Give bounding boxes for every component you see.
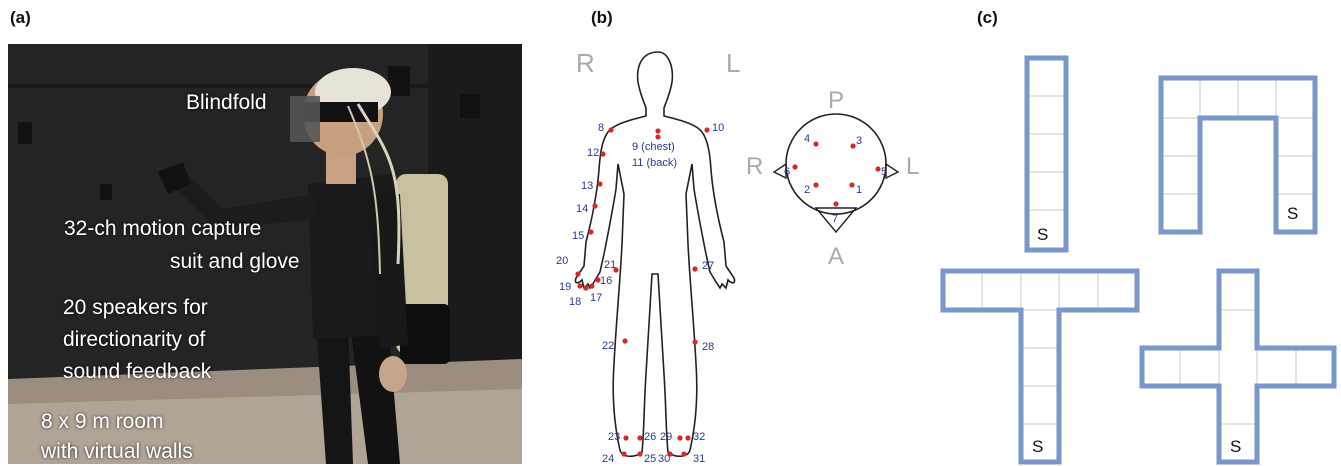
head-sensor-7-marker [833, 201, 838, 206]
sensor-12-label: 12 [587, 147, 599, 159]
sensor-24-label: 24 [602, 453, 614, 464]
sensor-9-marker [655, 128, 660, 133]
sensor-28-label: 28 [702, 341, 714, 353]
sensor-8-marker [608, 127, 613, 132]
body-outline [575, 52, 734, 456]
speakers-caption-line1: 20 speakers for [63, 296, 208, 320]
maze-straight: S [1027, 58, 1066, 250]
sensor-18-marker [583, 285, 588, 290]
head-outline [786, 114, 886, 214]
sensor-32-marker [685, 435, 690, 440]
head-sensor-3-label: 3 [856, 135, 862, 147]
left-ear-outline [886, 164, 898, 178]
speakers-caption-line2: directionarity of [63, 328, 205, 352]
maze-u-shape: S [1161, 78, 1315, 232]
body-sensor-numbers: 9 (chest) 11 (back) 8 10 12 13 14 15 20 … [556, 122, 724, 464]
sensor-27-marker [692, 266, 697, 271]
sensor-25-marker [637, 451, 642, 456]
sensor-diagram: R L 9 (chest) 11 (back) 8 [550, 44, 930, 464]
head-sensor-5-label: 5 [881, 166, 887, 178]
sensor-26-marker [637, 435, 642, 440]
sensor-22-marker [622, 338, 627, 343]
sensor-20-label: 20 [556, 255, 568, 267]
sensor-11-marker [655, 134, 660, 139]
maze-plus-shape: S [1142, 271, 1334, 462]
body-right-label: R [576, 48, 595, 78]
speakers-caption-line3: sound feedback [63, 360, 211, 384]
suit-caption-line2: suit and glove [170, 250, 300, 274]
maze-layouts: S S S [930, 36, 1340, 466]
head-sensor-2-marker [813, 182, 818, 187]
sensor-15-label: 15 [572, 230, 584, 242]
room-caption-line2: with virtual walls [41, 440, 193, 464]
sensor-13-marker [597, 181, 602, 186]
panel-a-label: (a) [10, 8, 31, 28]
sensor-18-label: 18 [569, 296, 581, 308]
head-sensor-4-marker [813, 141, 818, 146]
sensor-19-marker [577, 283, 582, 288]
sensor-19-label: 19 [559, 281, 571, 293]
sensor-24-marker [621, 451, 626, 456]
panel-b-label: (b) [591, 8, 613, 28]
sensor-26-label: 26 [644, 431, 656, 443]
sensor-23-marker [623, 435, 628, 440]
head-sensor-3-marker [850, 143, 855, 148]
head-right-label: R [746, 153, 763, 180]
head-sensor-7-label: 7 [832, 213, 838, 225]
head-sensor-1-label: 1 [856, 184, 862, 196]
sensor-22-label: 22 [602, 340, 614, 352]
body-left-label: L [726, 48, 740, 78]
sensor-14-label: 14 [576, 203, 588, 215]
head-sensor-1-marker [849, 182, 854, 187]
blindfold-caption: Blindfold [186, 91, 267, 115]
head-left-label: L [906, 153, 919, 180]
head-sensor-4-label: 4 [804, 133, 810, 145]
sensor-17-marker [589, 283, 594, 288]
sensor-10-label: 10 [712, 122, 724, 134]
sensor-14-marker [592, 203, 597, 208]
sensor-17-label: 17 [590, 292, 602, 304]
sensor-13-label: 13 [581, 180, 593, 192]
sensor-30-label: 30 [658, 453, 670, 464]
sensor-25-label: 25 [644, 453, 656, 464]
back-label: 11 (back) [632, 157, 677, 169]
head-sensor-5-marker [875, 166, 880, 171]
head-sensor-2-label: 2 [804, 184, 810, 196]
head-sensor-6-label: 6 [784, 166, 790, 178]
sensor-29-marker [677, 435, 682, 440]
sensor-23-label: 23 [608, 431, 620, 443]
head-anterior-label: A [828, 243, 844, 270]
head-sensor-6-marker [792, 164, 797, 169]
head-diagram: P A R L 4 3 6 5 2 1 7 [746, 87, 919, 270]
panel-c-label: (c) [977, 8, 998, 28]
room-caption-line1: 8 x 9 m room [41, 410, 164, 434]
maze-plus-shape-start: S [1230, 437, 1241, 456]
chest-label: 9 (chest) [632, 141, 675, 153]
sensor-28-marker [692, 339, 697, 344]
maze-straight-start: S [1037, 225, 1048, 244]
sensor-12-marker [600, 151, 605, 156]
sensor-32-label: 32 [693, 431, 705, 443]
sensor-21-label: 21 [604, 259, 616, 271]
sensor-31-marker [681, 451, 686, 456]
sensor-8-label: 8 [598, 122, 604, 134]
experiment-photo: Blindfold 32-ch motion capture suit and … [8, 44, 522, 464]
maze-u-shape-start: S [1287, 204, 1298, 223]
sensor-27-label: 27 [702, 260, 714, 272]
sensor-20-marker [575, 271, 580, 276]
sensor-29-label: 29 [660, 431, 672, 443]
maze-t-shape: S [943, 271, 1137, 462]
sensor-15-marker [588, 229, 593, 234]
suit-caption-line1: 32-ch motion capture [64, 217, 261, 241]
sensor-16-label: 16 [600, 275, 612, 287]
maze-t-shape-start: S [1032, 437, 1043, 456]
sensor-31-label: 31 [693, 453, 705, 464]
head-posterior-label: P [828, 87, 844, 114]
sensor-10-marker [704, 127, 709, 132]
